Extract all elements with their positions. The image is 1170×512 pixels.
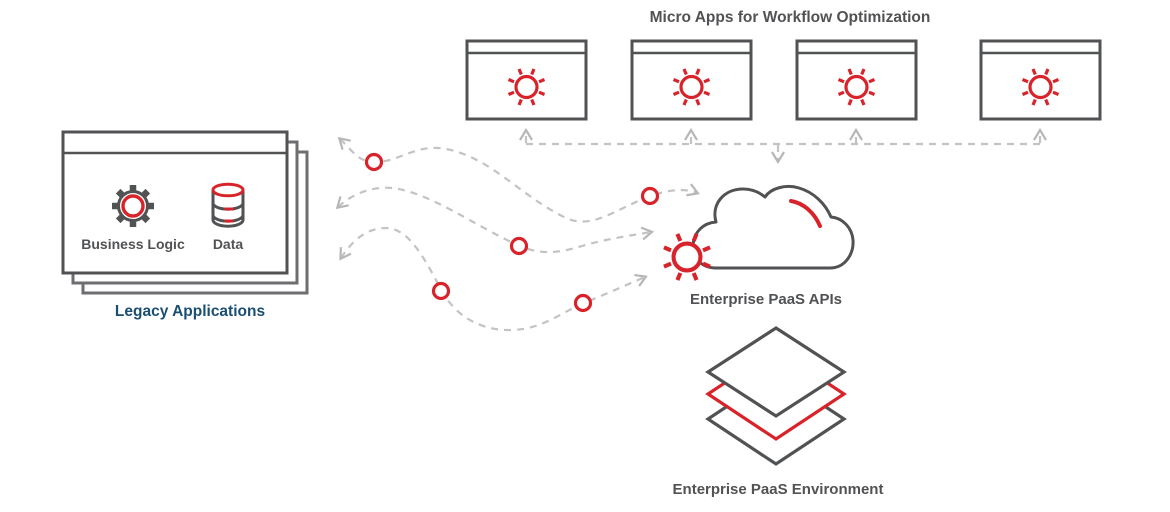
api-node-dot xyxy=(509,236,529,256)
micro-app-window-3 xyxy=(795,39,918,121)
api-node-dot xyxy=(640,186,660,206)
flow-arrow-middle xyxy=(338,186,651,254)
cloud-icon xyxy=(664,184,855,280)
micro-apps-connector xyxy=(526,131,1040,161)
micro-app-window-2 xyxy=(630,39,753,121)
legacy-to-paas-flows xyxy=(338,139,697,332)
business-logic-label: Business Logic xyxy=(81,236,185,252)
micro-app-window-4 xyxy=(979,39,1102,121)
legacy-applications-label: Legacy Applications xyxy=(114,303,266,320)
layers-icon xyxy=(705,326,847,466)
api-node-dot xyxy=(431,281,451,301)
layer-top xyxy=(705,326,847,418)
flow-arrow-bottom xyxy=(341,226,645,332)
api-node-dot xyxy=(364,152,384,172)
legacy-applications-stack xyxy=(61,130,309,295)
database-icon xyxy=(211,182,245,228)
enterprise-paas-environment-label: Enterprise PaaS Environment xyxy=(672,481,884,498)
gear-icon xyxy=(112,185,154,227)
data-label: Data xyxy=(212,236,244,252)
micro-app-window-1 xyxy=(465,39,588,121)
api-node-dot xyxy=(573,293,593,313)
flow-arrow-top xyxy=(340,139,697,223)
diagram-title: Micro Apps for Workflow Optimization xyxy=(649,9,931,26)
api-node-dots xyxy=(364,152,660,313)
cloud-red-arc xyxy=(789,199,822,228)
database-dash-marks xyxy=(224,207,234,223)
micro-app-windows xyxy=(465,39,1102,121)
enterprise-paas-apis-label: Enterprise PaaS APIs xyxy=(689,291,843,308)
stacked-window-front xyxy=(61,130,289,275)
